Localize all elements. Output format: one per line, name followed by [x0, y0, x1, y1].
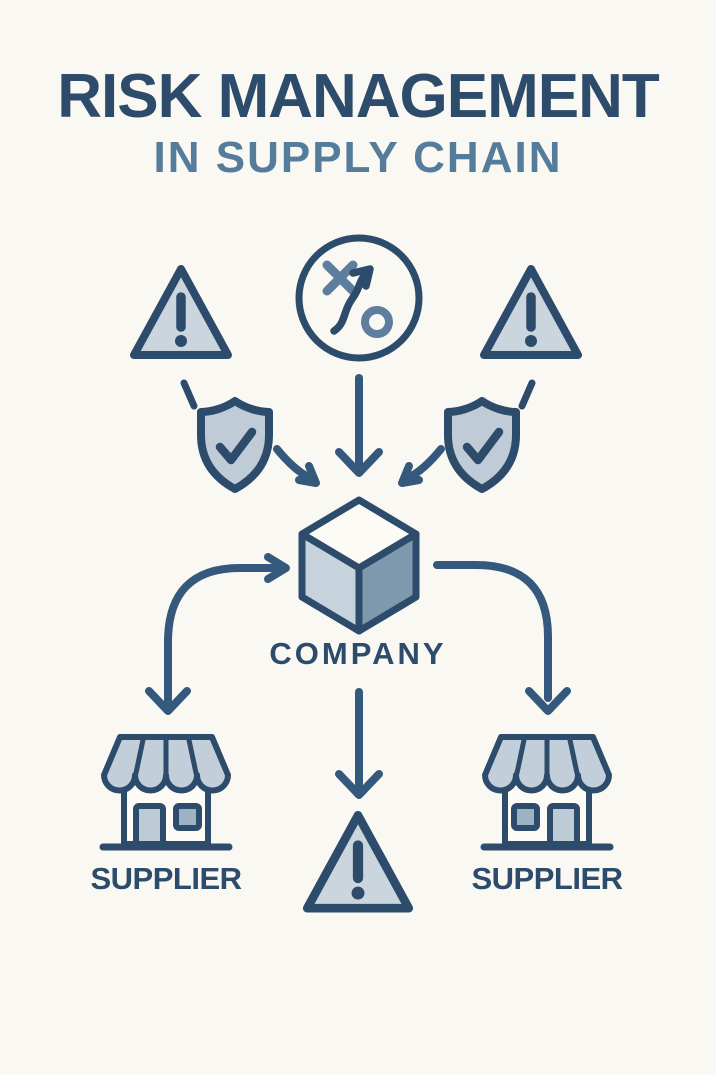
shield-check-right-icon — [448, 401, 516, 489]
company-label: COMPANY — [269, 636, 447, 671]
dash-right — [518, 379, 536, 410]
arrow-strategy-to-company — [335, 374, 383, 477]
storefront-left-icon — [103, 737, 229, 847]
arrow-shield-left-to-company — [273, 445, 320, 487]
dash-left — [180, 379, 198, 410]
arrow-supplier-left-company — [145, 553, 290, 715]
supplier-right-label: SUPPLIER — [471, 861, 623, 896]
shield-check-left-icon — [201, 401, 269, 489]
warning-triangle-right-icon — [484, 269, 578, 355]
page-title: RISK MANAGEMENT — [57, 62, 660, 131]
arrow-shield-right-to-company — [398, 445, 445, 487]
company-cube-icon — [298, 496, 420, 635]
strategy-plan-icon — [295, 234, 423, 362]
arrow-company-to-risk — [335, 688, 383, 799]
warning-triangle-bottom-icon — [307, 815, 409, 908]
page-subtitle: IN SUPPLY CHAIN — [153, 133, 563, 182]
storefront-right-icon — [484, 737, 610, 847]
arrow-company-supplier-right — [433, 561, 571, 715]
supplier-left-label: SUPPLIER — [90, 861, 242, 896]
warning-triangle-left-icon — [134, 269, 228, 355]
